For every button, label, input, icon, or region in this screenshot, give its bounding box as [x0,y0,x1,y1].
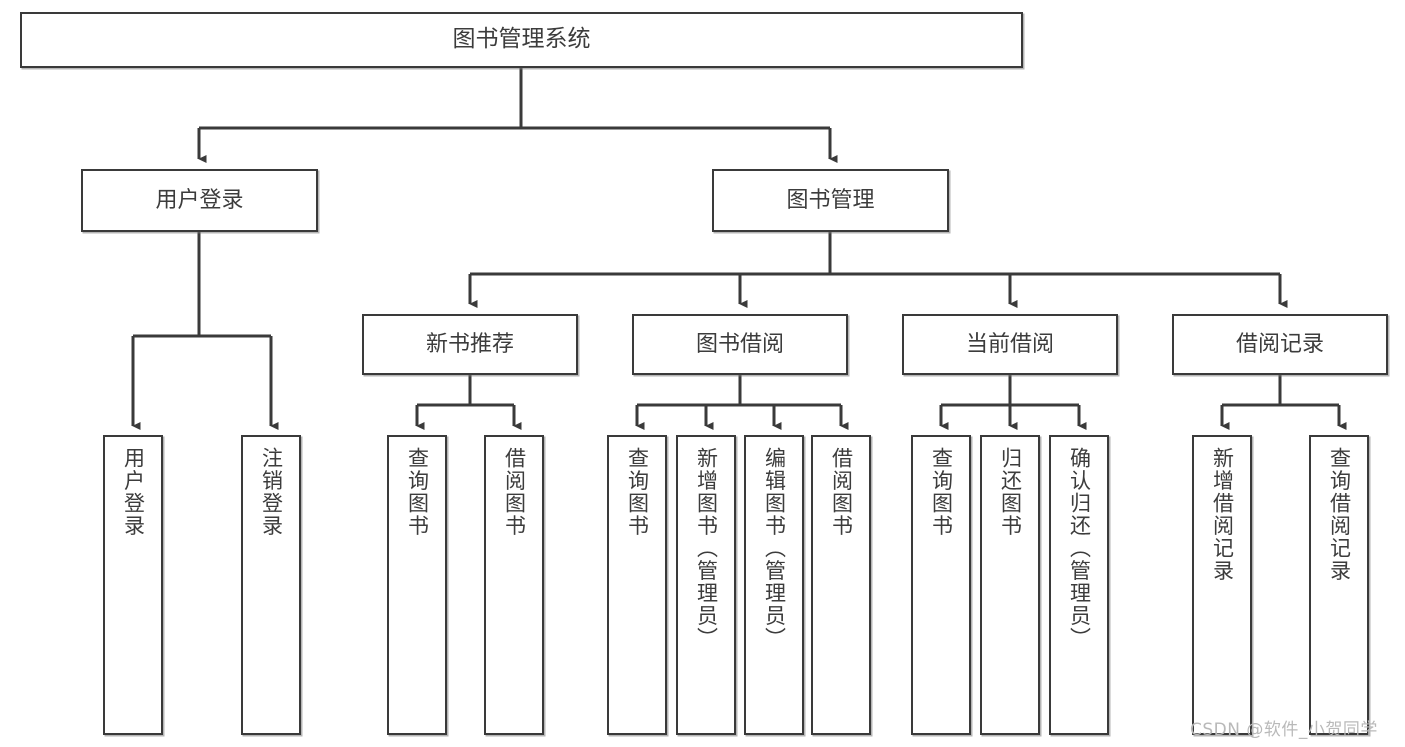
node-current-borrow[interactable]: 当前借阅 [902,314,1118,375]
leaf-add-borrow-record[interactable]: 新增借阅记录 [1192,435,1252,735]
node-label: 查询图书 [405,447,430,537]
leaf-add-book-admin[interactable]: 新增图书（管理员） [676,435,736,735]
leaf-borrow-book-recommend[interactable]: 借阅图书 [484,435,544,735]
node-borrow-record[interactable]: 借阅记录 [1172,314,1388,375]
node-label: 编辑图书（管理员） [762,447,787,650]
node-book-borrow[interactable]: 图书借阅 [632,314,848,375]
leaf-logout-login[interactable]: 注销登录 [241,435,301,735]
leaf-query-book-recommend[interactable]: 查询图书 [387,435,447,735]
node-label: 归还图书 [998,447,1023,537]
node-label: 新增图书（管理员） [694,447,719,650]
node-label: 用户登录 [121,447,146,537]
leaf-query-book-borrow[interactable]: 查询图书 [607,435,667,735]
node-book-management-system[interactable]: 图书管理系统 [20,12,1023,68]
csdn-watermark: CSDN @软件_小贺同学 [1190,720,1378,740]
node-label: 借阅图书 [502,447,527,537]
node-label: 借阅记录 [1235,331,1324,357]
node-label: 当前借阅 [965,331,1054,357]
node-label: 查询图书 [625,447,650,537]
leaf-query-borrow-record[interactable]: 查询借阅记录 [1309,435,1369,735]
node-label: 新增借阅记录 [1210,447,1235,582]
node-label: 借阅图书 [829,447,854,537]
node-label: 注销登录 [259,447,284,537]
leaf-confirm-return-admin[interactable]: 确认归还（管理员） [1049,435,1109,735]
leaf-user-login[interactable]: 用户登录 [103,435,163,735]
node-label: 图书管理 [786,187,875,213]
leaf-query-book-current[interactable]: 查询图书 [911,435,971,735]
node-label: 图书管理系统 [452,26,591,53]
node-user-login[interactable]: 用户登录 [81,169,318,232]
node-label: 新书推荐 [425,331,514,357]
node-label: 确认归还（管理员） [1067,447,1092,650]
node-label: 用户登录 [155,187,244,213]
node-label: 查询借阅记录 [1327,447,1352,582]
node-new-book-recommend[interactable]: 新书推荐 [362,314,578,375]
leaf-borrow-book-borrow[interactable]: 借阅图书 [811,435,871,735]
node-book-management[interactable]: 图书管理 [712,169,949,232]
node-label: 图书借阅 [695,331,784,357]
leaf-return-book[interactable]: 归还图书 [980,435,1040,735]
leaf-edit-book-admin[interactable]: 编辑图书（管理员） [744,435,804,735]
node-label: 查询图书 [929,447,954,537]
